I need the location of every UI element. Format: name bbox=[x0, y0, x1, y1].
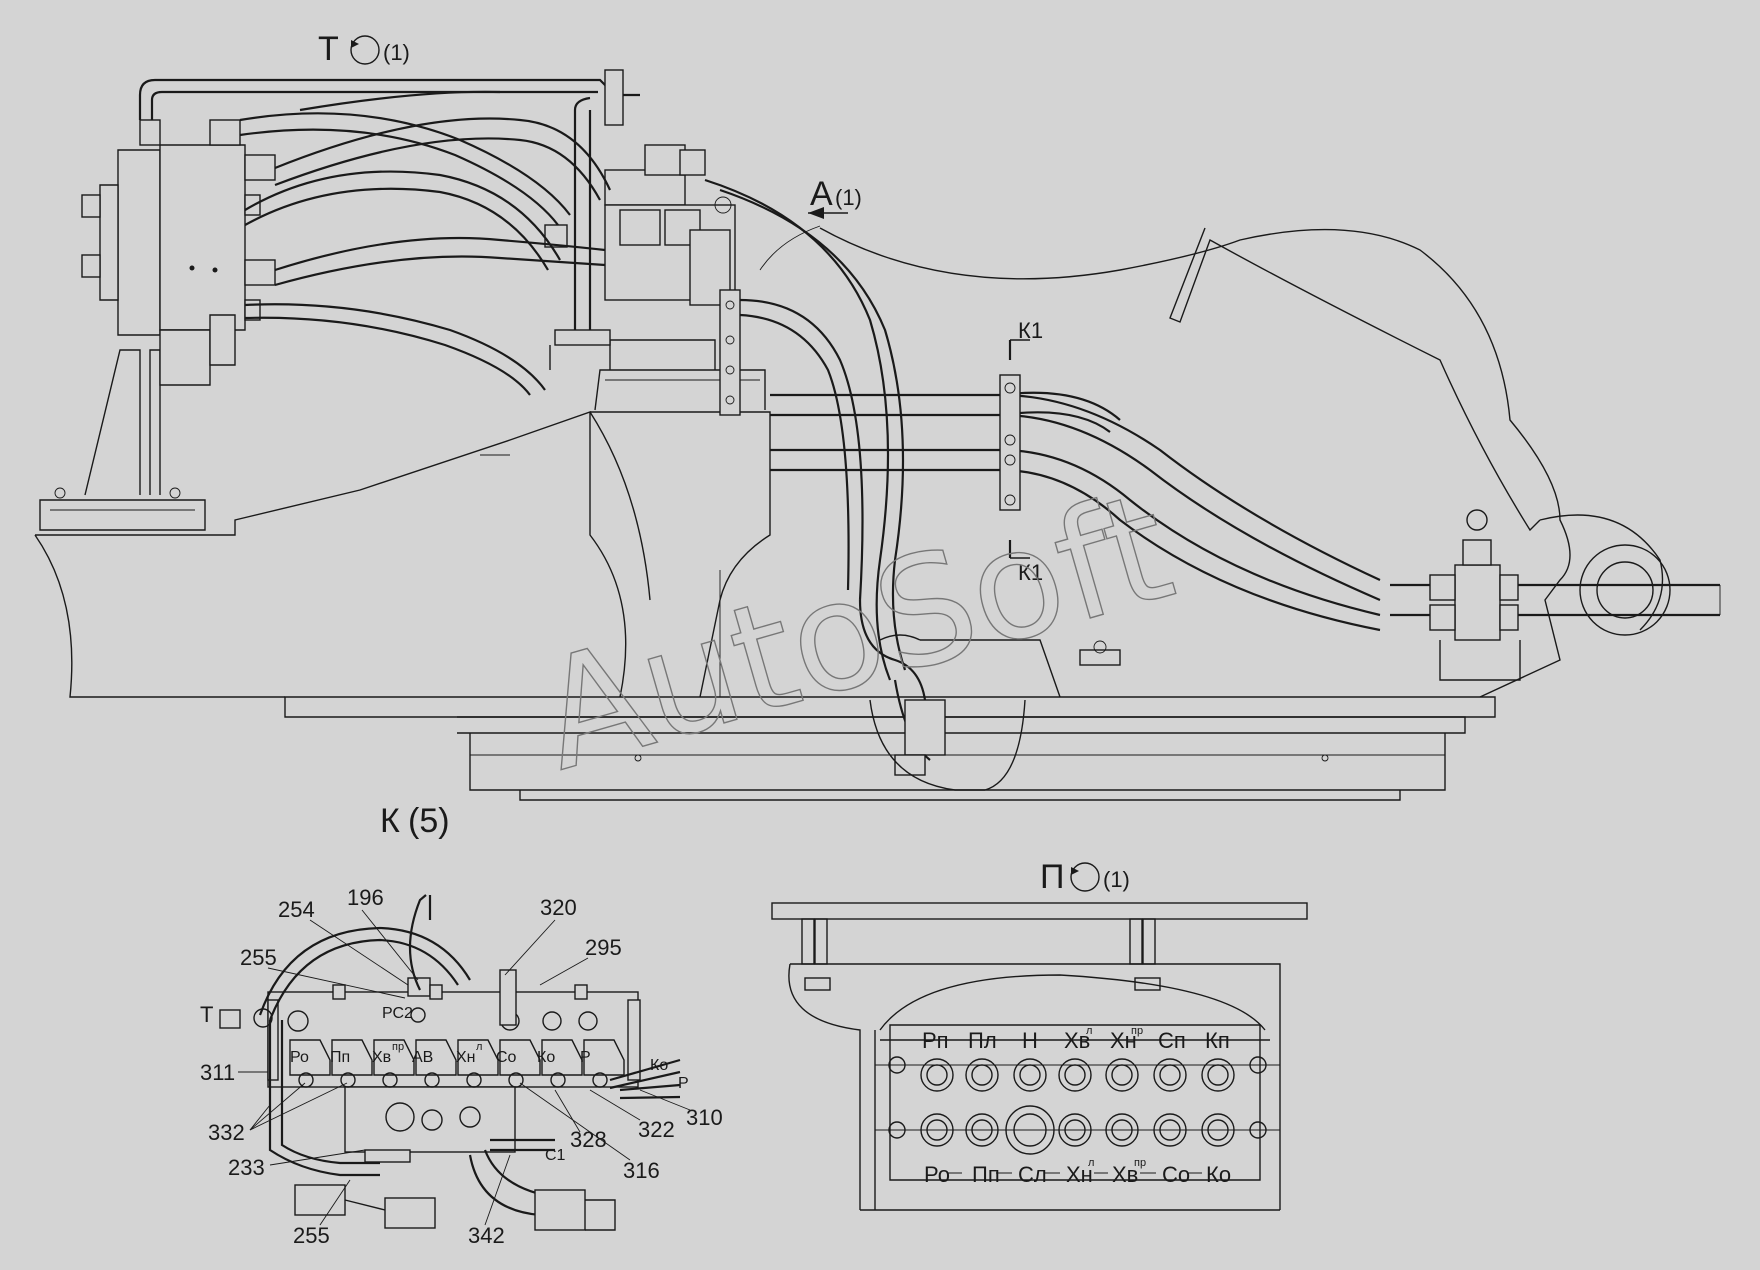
port-label: Хн bbox=[456, 1049, 476, 1066]
p-view-bottom-labels: Ро Пп Сл Хн л Хв пр Со Ко bbox=[924, 1157, 1231, 1187]
port-label: Пп bbox=[972, 1162, 1000, 1187]
rotate-icon bbox=[1070, 862, 1100, 892]
port-label: Пп bbox=[330, 1049, 350, 1066]
view-title-arrow-a: А (1) bbox=[810, 175, 862, 213]
callout-255-bottom: 255 bbox=[293, 1223, 330, 1248]
port-label: Н bbox=[1022, 1028, 1038, 1053]
port-label: Кп bbox=[1205, 1028, 1230, 1053]
view-title-p: П (1) bbox=[1040, 858, 1130, 896]
callout-332: 332 bbox=[208, 1120, 245, 1145]
k-view-callouts: 254 196 320 255 295 311 332 233 255 342 … bbox=[200, 885, 723, 1248]
view-k-scale: (5) bbox=[408, 802, 450, 840]
label-c1: С1 bbox=[545, 1147, 566, 1164]
watermark-text: AutoSoft bbox=[522, 460, 1189, 805]
port-label: Хв bbox=[372, 1049, 391, 1066]
watermark: AutoSoft bbox=[521, 459, 1190, 805]
section-label-top: К1 bbox=[1018, 318, 1043, 343]
rotate-icon bbox=[350, 35, 380, 65]
view-title-top: Т (1) bbox=[318, 30, 410, 68]
label-p: Р bbox=[678, 1075, 689, 1092]
port-label: Ро bbox=[290, 1049, 309, 1066]
port-label: Хн bbox=[1066, 1162, 1093, 1187]
port-label: Сп bbox=[1158, 1028, 1186, 1053]
port-label: Ко bbox=[1206, 1162, 1231, 1187]
label-ko: Ко bbox=[650, 1057, 668, 1074]
main-view bbox=[34, 69, 1721, 801]
label-t: Т bbox=[200, 1002, 213, 1027]
port-label: Рп bbox=[922, 1028, 949, 1053]
view-a-letter: А bbox=[810, 175, 833, 213]
k-view-ports: Ро Пп Хв пр АВ Хн л Со Ко Р bbox=[290, 1041, 591, 1066]
callout-342: 342 bbox=[468, 1223, 505, 1248]
callout-310: 310 bbox=[686, 1105, 723, 1130]
view-top-letter: Т bbox=[318, 30, 339, 68]
port-label: Р bbox=[580, 1049, 591, 1066]
port-sup: л bbox=[476, 1041, 482, 1053]
port-label: Хн bbox=[1110, 1028, 1137, 1053]
port-label: Со bbox=[1162, 1162, 1190, 1187]
callout-196: 196 bbox=[347, 885, 384, 910]
port-sup: пр bbox=[392, 1041, 404, 1053]
port-label: Ро bbox=[924, 1162, 950, 1187]
port-label: Сл bbox=[1018, 1162, 1047, 1187]
callout-295: 295 bbox=[585, 935, 622, 960]
callout-255-top: 255 bbox=[240, 945, 277, 970]
k-view-drawing bbox=[219, 894, 681, 1231]
view-title-k: К (5) bbox=[380, 802, 450, 840]
port-label: Со bbox=[496, 1049, 517, 1066]
port-sup: л bbox=[1088, 1157, 1094, 1169]
callout-254: 254 bbox=[278, 897, 315, 922]
view-a-scale: (1) bbox=[835, 185, 862, 210]
port-label: Ко bbox=[537, 1049, 555, 1066]
label-pc2: РС2 bbox=[382, 1005, 413, 1022]
section-label-bottom: К1 bbox=[1018, 560, 1043, 585]
callout-316: 316 bbox=[623, 1158, 660, 1183]
callout-233: 233 bbox=[228, 1155, 265, 1180]
port-sup: л bbox=[1086, 1025, 1092, 1037]
port-label: Пл bbox=[968, 1028, 997, 1053]
view-p-scale: (1) bbox=[1103, 867, 1130, 892]
p-view-top-labels: Рп Пл Н Хв л Хн пр Сп Кп bbox=[922, 1025, 1230, 1053]
view-k-letter: К bbox=[380, 802, 400, 840]
p-view-drawing bbox=[771, 902, 1308, 1211]
port-label: Хв bbox=[1064, 1028, 1090, 1053]
port-label: Хв bbox=[1112, 1162, 1138, 1187]
port-label: АВ bbox=[412, 1049, 433, 1066]
view-top-scale: (1) bbox=[383, 40, 410, 65]
view-p-letter: П bbox=[1040, 858, 1064, 896]
hose-bundle-left bbox=[239, 90, 611, 396]
callout-311: 311 bbox=[200, 1060, 235, 1085]
port-sup: пр bbox=[1134, 1157, 1146, 1169]
port-sup: пр bbox=[1131, 1025, 1143, 1037]
callout-322: 322 bbox=[638, 1117, 675, 1142]
callout-320: 320 bbox=[540, 895, 577, 920]
k-view-side-labels: Т РС2 Ко Р С1 bbox=[200, 1002, 689, 1164]
